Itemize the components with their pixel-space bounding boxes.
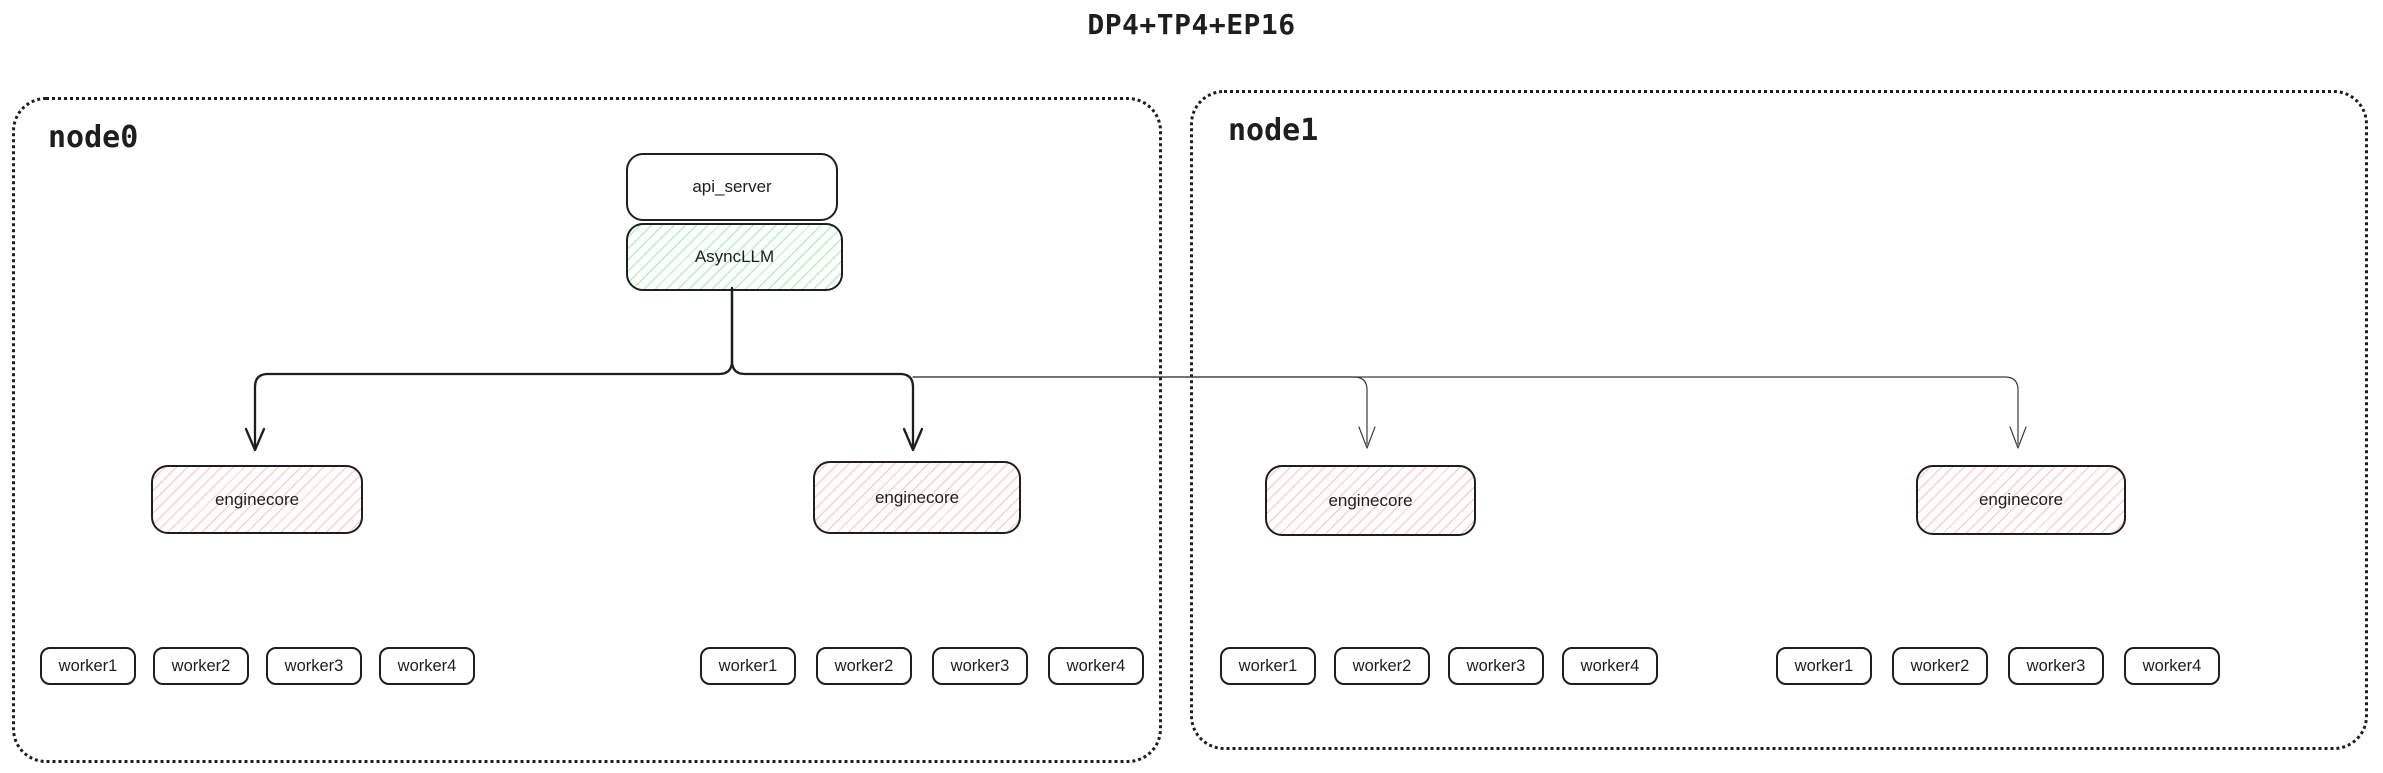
worker-group: worker1 worker2 worker3 worker4: [40, 647, 475, 685]
worker-group: worker1 worker2 worker3 worker4: [700, 647, 1144, 685]
worker-box: worker4: [379, 647, 475, 685]
enginecore-label: enginecore: [874, 487, 960, 507]
async-llm-box: AsyncLLM: [626, 223, 843, 291]
worker-box: worker3: [2008, 647, 2104, 685]
enginecore-label: enginecore: [214, 489, 300, 509]
worker-box: worker4: [2124, 647, 2220, 685]
worker-box: worker1: [1220, 647, 1316, 685]
diagram-title: DP4+TP4+EP16: [1087, 8, 1296, 41]
worker-label: worker2: [1910, 656, 1970, 675]
worker-box: worker4: [1048, 647, 1144, 685]
worker-box: worker2: [1334, 647, 1430, 685]
worker-label: worker2: [1352, 656, 1412, 675]
worker-box: worker3: [1448, 647, 1544, 685]
worker-box: worker2: [153, 647, 249, 685]
worker-label: worker1: [1238, 656, 1298, 675]
worker-label: worker3: [950, 656, 1010, 675]
worker-box: worker2: [816, 647, 912, 685]
worker-box: worker1: [700, 647, 796, 685]
async-llm-label: AsyncLLM: [694, 247, 775, 266]
node0-label: node0: [48, 120, 139, 155]
enginecore-box: enginecore: [813, 461, 1021, 534]
enginecore-label: enginecore: [1978, 490, 2064, 509]
enginecore-label: enginecore: [1328, 490, 1413, 510]
worker-label: worker3: [284, 656, 344, 675]
worker-box: worker1: [1776, 647, 1872, 685]
worker-label: worker1: [718, 656, 778, 675]
worker-label: worker2: [834, 656, 894, 675]
worker-group: worker1 worker2 worker3 worker4: [1220, 647, 1658, 685]
worker-label: worker4: [1580, 656, 1640, 675]
enginecore-box: enginecore: [1916, 465, 2126, 535]
worker-box: worker1: [40, 647, 136, 685]
worker-label: worker4: [2142, 656, 2202, 675]
worker-group: worker1 worker2 worker3 worker4: [1776, 647, 2220, 685]
api-server-box: api_server: [626, 153, 838, 221]
worker-box: worker4: [1562, 647, 1658, 685]
worker-label: worker3: [1466, 656, 1526, 675]
api-server-label: api_server: [692, 177, 772, 196]
worker-box: worker2: [1892, 647, 1988, 685]
worker-label: worker1: [1794, 656, 1854, 675]
worker-label: worker4: [397, 656, 457, 675]
enginecore-box: enginecore: [151, 465, 363, 534]
worker-label: worker4: [1066, 656, 1126, 675]
node1-label: node1: [1228, 113, 1319, 148]
worker-label: worker2: [171, 656, 231, 675]
enginecore-box: enginecore: [1265, 465, 1476, 536]
worker-box: worker3: [932, 647, 1028, 685]
worker-box: worker3: [266, 647, 362, 685]
worker-label: worker1: [58, 656, 118, 675]
node0-container: node0 api_server AsyncLLM enginecore eng…: [12, 97, 1162, 763]
worker-label: worker3: [2026, 656, 2086, 675]
node1-container: node1 enginecore enginecore worker1 work…: [1190, 90, 2368, 750]
